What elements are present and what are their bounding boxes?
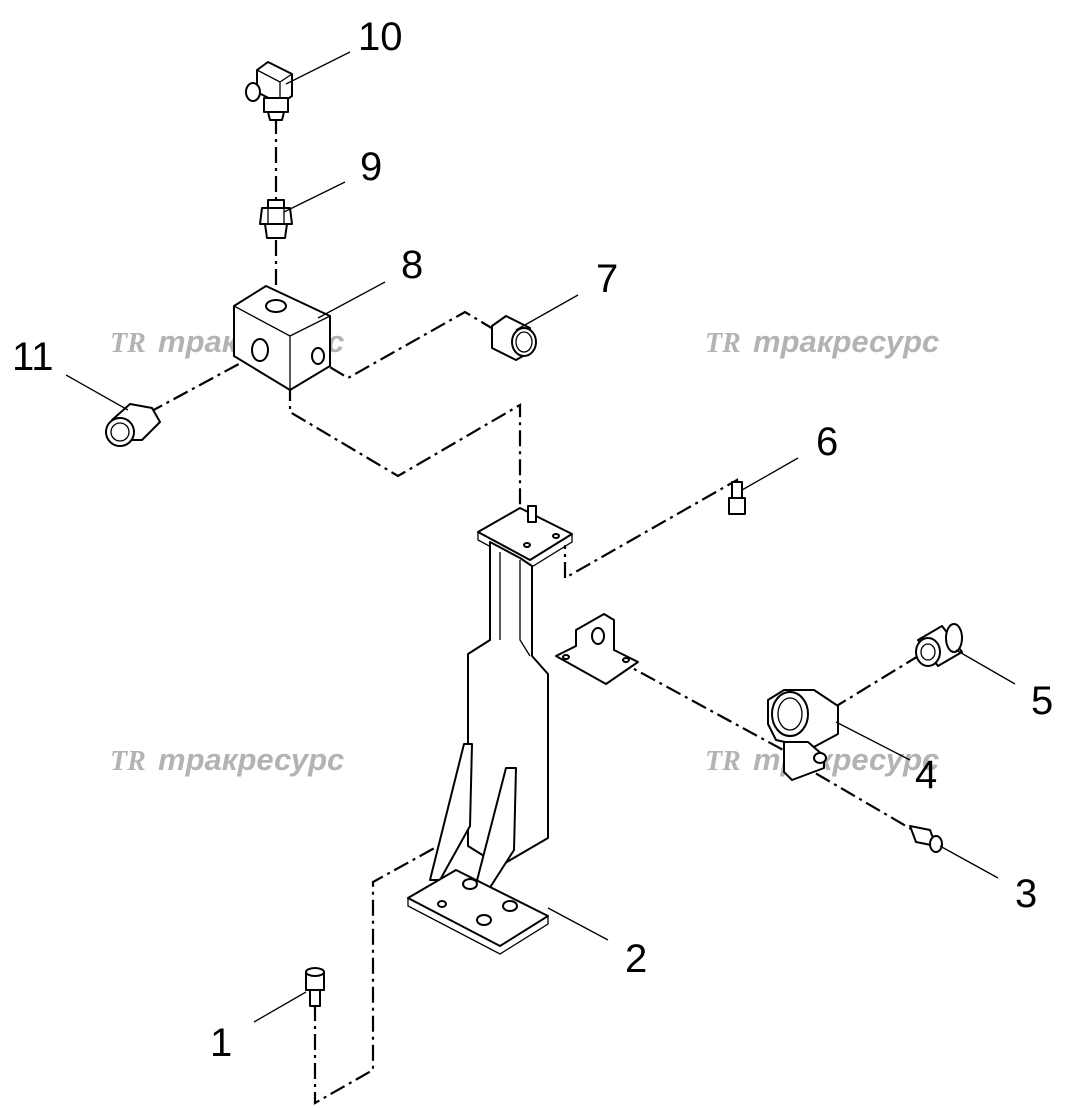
straight-fitting-9 [259,199,293,239]
watermark-bottom-left: TR тракресурс [110,742,344,777]
axis-fitting-7-to-block [317,310,496,380]
watermark-logo: TR [110,328,146,359]
callout-3: 3 [1015,872,1037,916]
axis-block-to-bracket [288,385,522,525]
clamp-4 [767,689,839,781]
fitting-11 [105,403,161,447]
bushing-5 [915,623,963,667]
callout-1: 1 [210,1021,232,1065]
callout-6: 6 [816,420,838,464]
screw-1 [305,967,325,1007]
callout-7: 7 [596,257,618,301]
watermark-text: тракресурс [753,742,939,777]
callout-4: 4 [915,753,937,797]
assembly-axes [147,118,931,1105]
callout-8: 8 [401,243,423,287]
watermark-logo: TR [705,746,741,777]
axis-fitting-11-to-block [147,357,251,414]
watermark-text: тракресурс [158,742,344,777]
callout-11: 11 [12,335,54,379]
elbow-fitting-10 [245,61,293,121]
callout-10: 10 [358,15,403,59]
watermark-logo: TR [705,328,741,359]
axis-screw-1-to-base [313,843,442,1105]
watermark-logo: TR [110,746,146,777]
distribution-block-8 [233,285,331,391]
screw-6 [728,481,746,515]
leader-lines [65,51,1016,1023]
callout-2: 2 [625,937,647,981]
screw-3 [909,825,943,853]
callout-labels: 10 9 8 7 11 6 5 4 3 2 1 [12,15,1053,1065]
callout-9: 9 [360,145,382,189]
bracket-2 [407,505,639,955]
watermark-text: тракресурс [753,324,939,359]
watermark-top-right: TR тракресурс [705,324,939,359]
axis-screw-6-to-plate [563,478,739,580]
axis-bushing-5-to-clamp [829,654,921,711]
callout-5: 5 [1031,679,1053,723]
